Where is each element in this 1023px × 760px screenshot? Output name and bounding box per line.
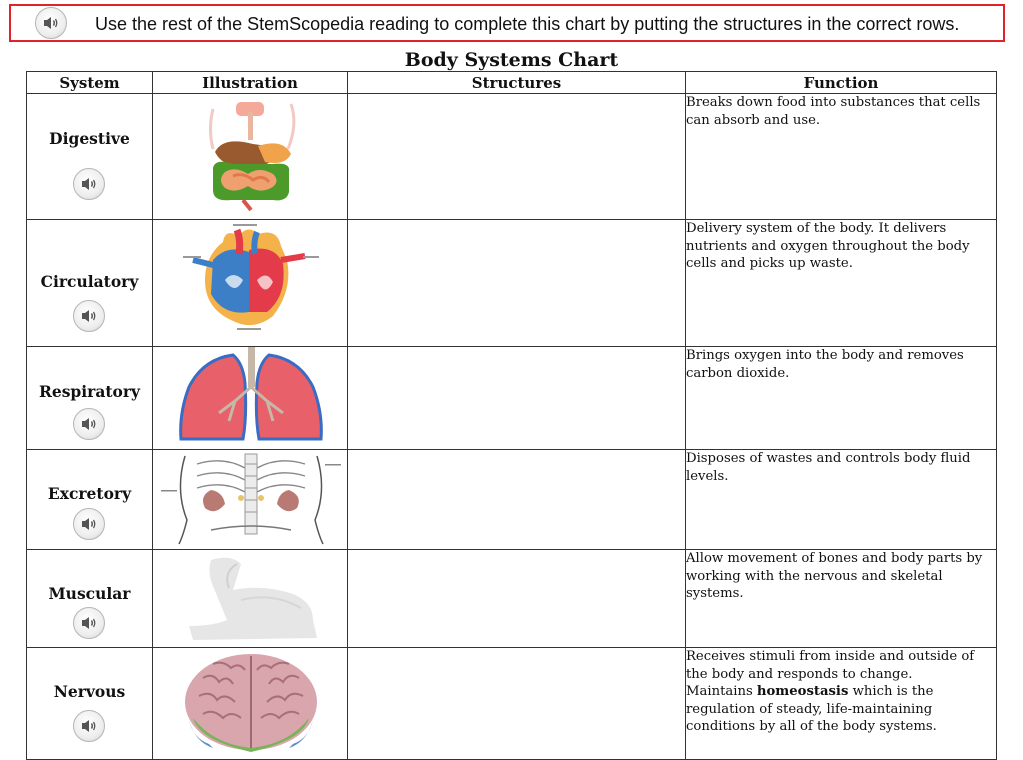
speaker-icon — [44, 17, 58, 29]
system-cell: Digestive — [26, 93, 153, 220]
function-cell: Brings oxygen into the body and removes … — [685, 346, 997, 450]
system-cell: Muscular — [26, 549, 153, 648]
system-cell: Nervous — [26, 647, 153, 760]
table-row: Circulatory — [26, 219, 997, 347]
header-function: Function — [685, 71, 997, 94]
table-row: Respiratory Brings oxygen into the body … — [26, 346, 997, 450]
function-text: Receives stimuli from inside and outside… — [686, 649, 975, 682]
function-cell: Disposes of wastes and controls body flu… — [685, 449, 997, 550]
system-name: Muscular — [48, 584, 131, 603]
header-structures: Structures — [347, 71, 686, 94]
lungs-image — [179, 347, 323, 441]
function-cell: Breaks down food into substances that ce… — [685, 93, 997, 220]
muscular-illustration — [152, 549, 348, 648]
table-row: Nervous Receives stimuli from ins — [26, 647, 997, 760]
table-row: Digestive — [26, 93, 997, 220]
structures-cell[interactable] — [347, 549, 686, 648]
system-name: Digestive — [49, 129, 130, 148]
nervous-illustration — [152, 647, 348, 760]
digestive-system-image — [209, 102, 296, 212]
function-cell: Receives stimuli from inside and outside… — [685, 647, 997, 760]
instruction-audio-button[interactable] — [35, 7, 67, 39]
structures-cell[interactable] — [347, 449, 686, 550]
table-header-row: System Illustration Structures Function — [26, 71, 997, 94]
respiratory-illustration — [152, 346, 348, 450]
heart-diagram-image — [183, 224, 319, 330]
kidneys-image — [161, 453, 341, 545]
system-cell: Excretory — [26, 449, 153, 550]
speaker-icon — [82, 720, 96, 732]
circulatory-audio-button[interactable] — [73, 300, 105, 332]
instruction-banner: Use the rest of the StemScopedia reading… — [9, 4, 1005, 42]
brain-image — [185, 654, 317, 752]
speaker-icon — [82, 418, 96, 430]
respiratory-audio-button[interactable] — [73, 408, 105, 440]
system-name: Excretory — [47, 484, 132, 503]
speaker-icon — [82, 178, 96, 190]
nervous-audio-button[interactable] — [73, 710, 105, 742]
digestive-illustration — [152, 93, 348, 220]
system-name: Nervous — [53, 682, 126, 701]
function-text-prefix: Maintains — [686, 684, 757, 699]
excretory-audio-button[interactable] — [73, 508, 105, 540]
function-cell: Allow movement of bones and body parts b… — [685, 549, 997, 648]
flexed-arm-image — [189, 557, 317, 640]
table-row: Excretory — [26, 449, 997, 550]
structures-cell[interactable] — [347, 219, 686, 347]
system-name: Circulatory — [40, 272, 139, 291]
excretory-illustration — [152, 449, 348, 550]
function-cell: Delivery system of the body. It delivers… — [685, 219, 997, 347]
digestive-audio-button[interactable] — [73, 168, 105, 200]
header-illustration: Illustration — [152, 71, 348, 94]
speaker-icon — [82, 518, 96, 530]
muscular-audio-button[interactable] — [73, 607, 105, 639]
system-cell: Respiratory — [26, 346, 153, 450]
speaker-icon — [82, 617, 96, 629]
circulatory-illustration — [152, 219, 348, 347]
structures-cell[interactable] — [347, 346, 686, 450]
structures-cell[interactable] — [347, 647, 686, 760]
system-cell: Circulatory — [26, 219, 153, 347]
speaker-icon — [82, 310, 96, 322]
structures-cell[interactable] — [347, 93, 686, 220]
header-system: System — [26, 71, 153, 94]
instruction-text: Use the rest of the StemScopedia reading… — [95, 14, 960, 34]
function-text-suffix: which is the regulation of steady, life-… — [686, 684, 937, 734]
system-name: Respiratory — [38, 382, 141, 401]
body-systems-table: System Illustration Structures Function … — [26, 71, 997, 760]
table-row: Muscular Allow movement of bones and bod… — [26, 549, 997, 648]
chart-title: Body Systems Chart — [404, 49, 619, 71]
homeostasis-term: homeostasis — [756, 684, 849, 699]
